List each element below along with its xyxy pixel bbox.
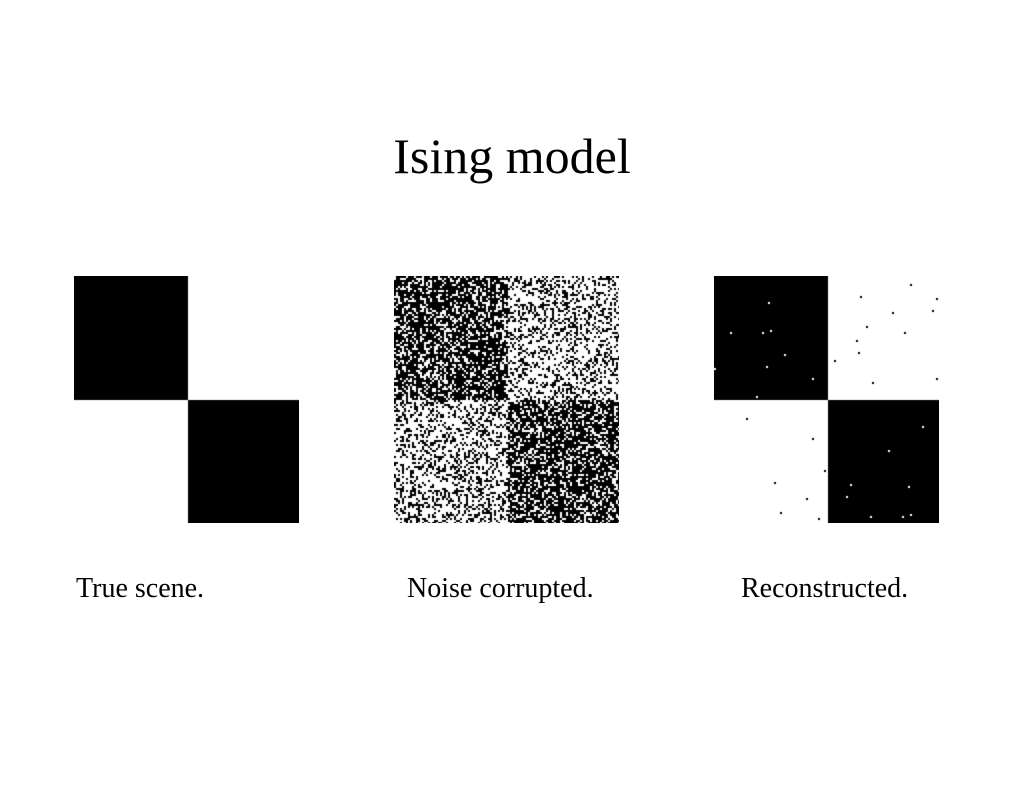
reconstructed-caption: Reconstructed. (741, 573, 909, 604)
true-scene-caption: True scene. (76, 573, 205, 604)
reconstructed-image (714, 276, 939, 523)
noise-corrupted-image (394, 276, 619, 523)
noise-corrupted-caption: Noise corrupted. (407, 573, 594, 604)
noise-corrupted-canvas (394, 276, 619, 523)
true-scene-canvas (74, 276, 299, 523)
true-scene-image (74, 276, 299, 523)
reconstructed-canvas (714, 276, 939, 523)
slide-title: Ising model (393, 128, 631, 184)
